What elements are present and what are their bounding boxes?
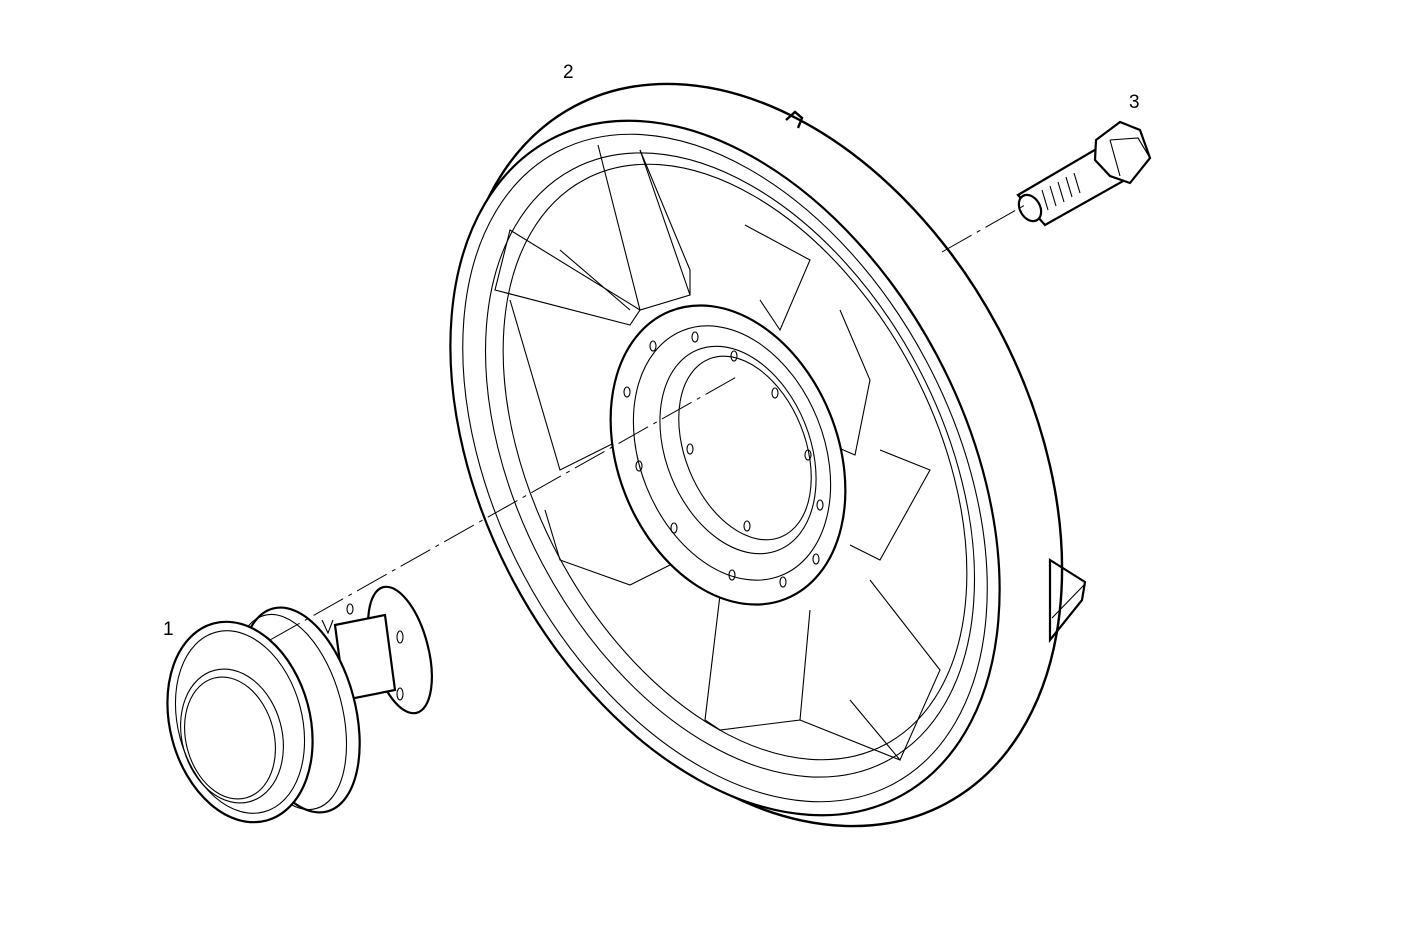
hub-bolt-holes [623, 331, 824, 588]
hub-part [166, 585, 433, 824]
callout-label-2: 2 [563, 62, 574, 83]
assembly-centerlines [269, 204, 1026, 641]
bolt-part [1016, 120, 1152, 227]
fan-part [449, 82, 1087, 828]
callout-label-1: 1 [163, 619, 174, 640]
callout-label-3: 3 [1129, 92, 1140, 113]
